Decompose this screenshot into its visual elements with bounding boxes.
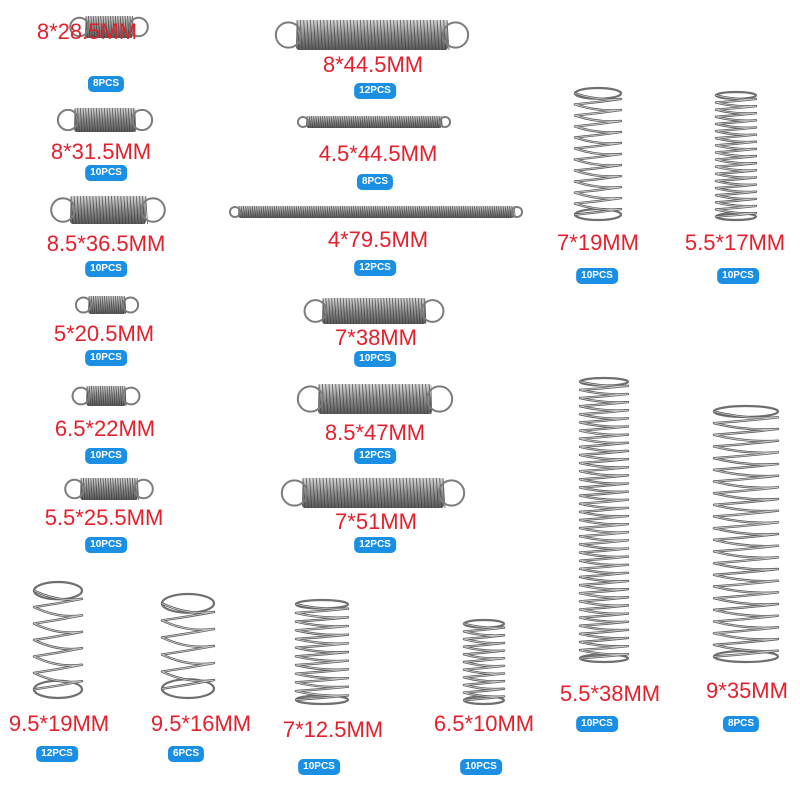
- spring-size-label: 7*38MM: [335, 325, 417, 350]
- spring-size-label: 9.5*16MM: [150, 711, 252, 736]
- quantity-badge: 10PCS: [85, 350, 127, 366]
- spring-size-label: 8*31.5MM: [50, 139, 152, 164]
- extension-spring-image: [74, 295, 140, 315]
- quantity-badge: 10PCS: [576, 716, 618, 732]
- extension-spring-image: [280, 477, 466, 509]
- spring-size-label: 6.5*10MM: [433, 711, 535, 736]
- quantity-badge: 10PCS: [460, 759, 502, 775]
- quantity-badge: 10PCS: [85, 165, 127, 181]
- quantity-badge: 12PCS: [354, 260, 396, 276]
- spring-size-label: 8.5*47MM: [324, 420, 426, 445]
- quantity-badge: 12PCS: [354, 83, 396, 99]
- compression-spring-image: [462, 618, 506, 706]
- compression-spring-image: [160, 592, 216, 700]
- compression-spring-image: [294, 598, 350, 706]
- extension-spring-image: [303, 297, 445, 325]
- extension-spring-image: [56, 107, 154, 133]
- quantity-badge: 10PCS: [85, 448, 127, 464]
- quantity-badge: 10PCS: [576, 268, 618, 284]
- spring-size-label: 8*28.5MM: [36, 19, 138, 44]
- quantity-badge: 6PCS: [167, 746, 205, 762]
- spring-size-label: 7*19MM: [557, 230, 639, 255]
- extension-spring-image: [64, 477, 154, 501]
- extension-spring-image: [71, 385, 141, 407]
- quantity-badge: 8PCS: [87, 76, 125, 92]
- extension-spring-image: [296, 115, 452, 129]
- spring-size-label: 6.5*22MM: [54, 416, 156, 441]
- quantity-badge: 8PCS: [356, 174, 394, 190]
- extension-spring-image: [296, 383, 454, 415]
- extension-spring-image: [274, 19, 470, 51]
- extension-spring-image: [50, 195, 166, 225]
- spring-size-label: 5.5*38MM: [559, 681, 661, 706]
- quantity-badge: 10PCS: [85, 261, 127, 277]
- quantity-badge: 12PCS: [36, 746, 78, 762]
- compression-spring-image: [573, 86, 623, 222]
- extension-spring-image: [69, 15, 149, 39]
- spring-size-label: 8*44.5MM: [322, 52, 424, 77]
- spring-size-label: 4*79.5MM: [327, 227, 429, 252]
- quantity-badge: 10PCS: [354, 351, 396, 367]
- compression-spring-image: [32, 580, 84, 700]
- quantity-badge: 10PCS: [85, 537, 127, 553]
- compression-spring-image: [578, 376, 630, 664]
- compression-spring-image: [714, 90, 758, 222]
- spring-size-label: 5.5*17MM: [684, 230, 786, 255]
- quantity-badge: 10PCS: [298, 759, 340, 775]
- spring-size-label: 5.5*25.5MM: [44, 505, 164, 530]
- spring-size-label: 8.5*36.5MM: [46, 231, 166, 256]
- spring-size-label: 7*12.5MM: [282, 717, 384, 742]
- spring-size-label: 5*20.5MM: [53, 321, 155, 346]
- quantity-badge: 12PCS: [354, 448, 396, 464]
- spring-size-label: 9.5*19MM: [8, 711, 110, 736]
- quantity-badge: 8PCS: [722, 716, 760, 732]
- spring-size-label: 7*51MM: [335, 509, 417, 534]
- extension-spring-image: [228, 205, 524, 219]
- compression-spring-image: [712, 404, 780, 664]
- spring-size-label: 9*35MM: [706, 678, 788, 703]
- quantity-badge: 10PCS: [717, 268, 759, 284]
- spring-size-label: 4.5*44.5MM: [318, 141, 438, 166]
- quantity-badge: 12PCS: [354, 537, 396, 553]
